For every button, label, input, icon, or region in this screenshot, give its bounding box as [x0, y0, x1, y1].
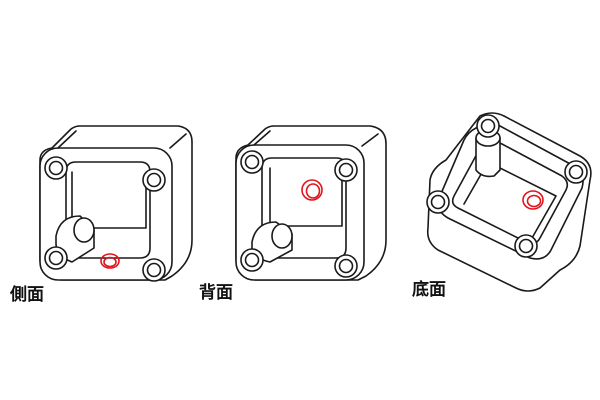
back-knockout-hole-inner — [305, 183, 321, 199]
back-knockout-hole — [301, 179, 323, 201]
box-side-view — [39, 125, 193, 282]
back-post-top-left-inner — [244, 154, 260, 170]
side-post-bottom-left-inner — [48, 250, 64, 266]
side-knockout-hole — [100, 253, 120, 269]
back-post-bottom-left-inner — [244, 252, 260, 268]
side-post-top-left-inner — [48, 160, 64, 176]
back-post-bottom-right-inner — [338, 258, 354, 274]
label-bottom-view: 底面 — [412, 280, 446, 300]
bottom-boss-cylinder — [475, 137, 501, 178]
bottom-knockout-hole — [522, 190, 544, 210]
back-boss-top — [271, 223, 293, 249]
side-boss-top — [73, 217, 95, 243]
label-side-view: 側面 — [10, 285, 44, 305]
bottom-post-left-inner — [430, 194, 446, 210]
label-back-view: 背面 — [199, 283, 233, 303]
box-back-view — [235, 125, 387, 281]
back-top-edge — [253, 130, 379, 147]
bottom-knockout-hole-inner — [526, 194, 542, 208]
bottom-post-bottom-inner — [518, 238, 534, 254]
bottom-post-top-inner — [480, 118, 496, 134]
side-knockout-hole-inner — [103, 256, 117, 268]
bottom-post-right-inner — [568, 164, 584, 180]
side-post-top-right-inner — [146, 172, 162, 188]
back-post-top-right-inner — [338, 162, 354, 178]
box-bottom-view — [426, 112, 592, 292]
side-post-bottom-right-inner — [146, 262, 162, 278]
side-top-edge — [57, 130, 187, 149]
